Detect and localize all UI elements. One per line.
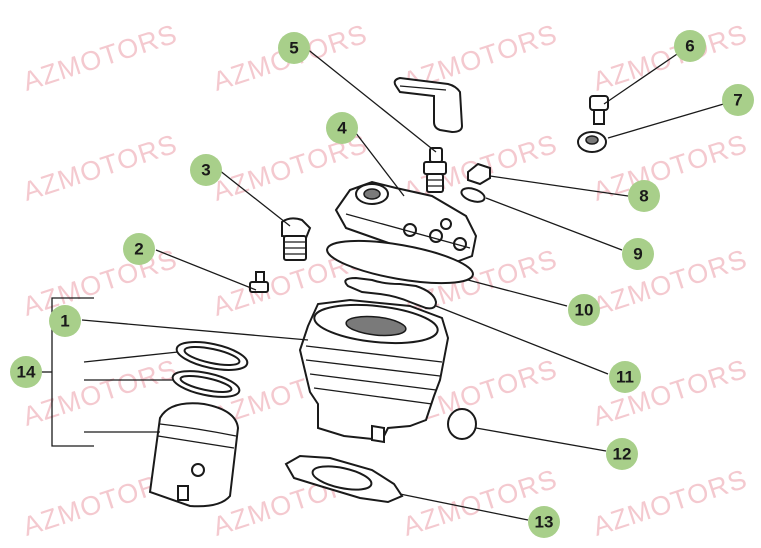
small-gasket-part — [344, 276, 438, 310]
callout-label: 14 — [17, 363, 36, 382]
callout-label: 12 — [613, 445, 632, 464]
callout-label: 2 — [134, 240, 143, 259]
callout-5: 5 — [278, 32, 310, 64]
nut-part — [467, 162, 491, 186]
piston-part — [148, 402, 240, 508]
callout-label: 7 — [733, 91, 742, 110]
watermark: AZMOTORS — [589, 129, 751, 207]
callout-3: 3 — [190, 154, 222, 186]
watermark: AZMOTORS — [589, 464, 751, 542]
callout-label: 13 — [535, 513, 554, 532]
cylinder-part — [298, 298, 450, 444]
watermark: AZMOTORS — [19, 129, 181, 207]
callout-7: 7 — [722, 84, 754, 116]
watermark: AZMOTORS — [19, 354, 181, 432]
callout-label: 9 — [633, 245, 642, 264]
base-gasket-part — [284, 454, 404, 504]
callout-8: 8 — [628, 180, 660, 212]
temperature-sender-part — [281, 217, 312, 261]
callout-label: 11 — [616, 368, 634, 387]
bolt-part — [589, 95, 609, 125]
watermark: AZMOTORS — [19, 19, 181, 97]
leader-lines — [40, 47, 728, 521]
cylinder-head-part — [334, 180, 478, 264]
watermark: AZMOTORS — [589, 354, 751, 432]
watermark: AZMOTORS — [589, 19, 751, 97]
callout-9: 9 — [622, 238, 654, 270]
callout-label: 8 — [639, 187, 648, 206]
callout-6: 6 — [674, 30, 706, 62]
watermark-layer: AZMOTORS AZMOTORS AZMOTORS AZMOTORS AZMO… — [19, 19, 751, 542]
callout-2: 2 — [123, 233, 155, 265]
watermark: AZMOTORS — [589, 244, 751, 322]
callout-11: 11 — [609, 361, 641, 393]
callout-label: 4 — [337, 119, 347, 138]
callout-label: 5 — [289, 39, 298, 58]
o-ring-part — [447, 408, 477, 440]
seal-washer-part — [460, 187, 486, 203]
callout-label: 1 — [60, 312, 69, 331]
callout-4: 4 — [326, 112, 358, 144]
callout-1: 1 — [49, 305, 81, 337]
head-gasket-part — [326, 239, 474, 285]
watermark: AZMOTORS — [19, 244, 181, 322]
washer-part — [577, 131, 607, 153]
spark-plug-cap-part — [393, 76, 464, 134]
piston-rings-part — [171, 341, 249, 398]
callout-label: 3 — [201, 161, 210, 180]
callout-14: 14 — [10, 356, 42, 388]
callout-label: 6 — [685, 37, 694, 56]
callout-10: 10 — [568, 294, 600, 326]
callout-label: 10 — [575, 301, 594, 320]
callout-13: 13 — [528, 506, 560, 538]
spark-plug-part — [423, 147, 447, 193]
callout-12: 12 — [606, 438, 638, 470]
